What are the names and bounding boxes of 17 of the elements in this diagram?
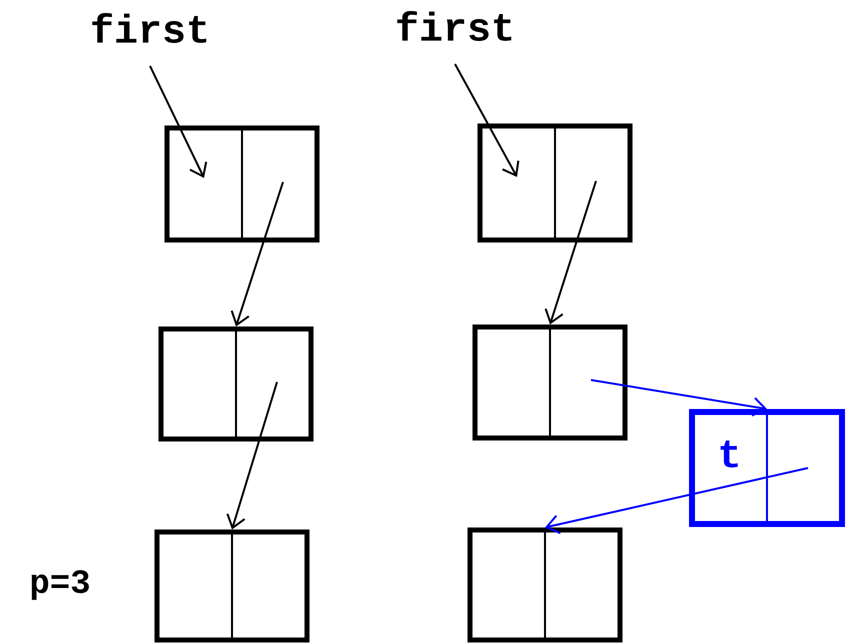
arrow: [544, 180, 597, 324]
list-node-box: [154, 530, 310, 642]
pointer-name: first: [397, 11, 512, 41]
arrow: [230, 182, 284, 326]
arrow: [226, 382, 278, 530]
arrow: [454, 64, 520, 177]
list-node-box: [468, 528, 622, 642]
list-node-box: [158, 326, 314, 442]
variable-label: p=3: [32, 570, 89, 600]
pointer-name: first: [92, 13, 206, 43]
arrow: [149, 66, 208, 178]
arrow: [590, 379, 767, 417]
list-node-box: [472, 324, 628, 440]
list-node-box: [164, 126, 320, 242]
list-node-box: [478, 124, 632, 242]
list-node-box: t: [689, 409, 845, 527]
arrow: [545, 467, 808, 534]
